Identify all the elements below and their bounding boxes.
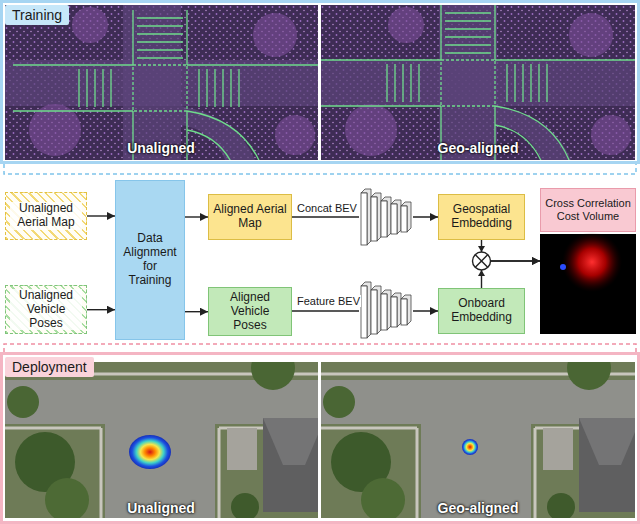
node-text: Geospatial Embedding — [443, 203, 520, 231]
deployment-aerial-right — [321, 362, 635, 518]
deployment-aerial-left — [5, 362, 318, 518]
deployment-aerial-right — [321, 362, 635, 518]
input-box: Unaligned Vehicle Poses — [5, 285, 87, 334]
data-box: Aligned Aerial Map — [208, 194, 292, 240]
training-pointcloud-left — [13, 10, 318, 160]
cost-volume-image — [562, 232, 622, 292]
process-box: Data Alignment for Training — [115, 180, 185, 340]
embedding-box: Geospatial Embedding — [438, 194, 525, 240]
training-bracket — [4, 164, 636, 174]
deployment-aerial-left — [129, 435, 171, 469]
input-box: Unaligned Aerial Map — [5, 192, 87, 240]
cost-volume-image — [540, 232, 636, 334]
arrow-connector — [87, 215, 115, 216]
training-pointcloud-right — [321, 5, 635, 160]
output-box: Cross Correlation Cost Volume — [540, 188, 636, 334]
network-slabs — [359, 281, 413, 339]
image-caption: Geo-aligned — [438, 140, 519, 156]
node-text: Onboard Embedding — [443, 297, 520, 325]
embedding-box: Onboard Embedding — [438, 288, 525, 334]
training-pointcloud-left — [5, 5, 318, 160]
training-pointcloud-left — [5, 5, 318, 160]
node-text: Unaligned Vehicle Poses — [10, 289, 82, 330]
cost-volume-image — [560, 264, 566, 270]
image-caption: Unaligned — [127, 500, 195, 516]
node-text: Unaligned Aerial Map — [10, 202, 82, 230]
edge-label: Feature BEV — [296, 295, 361, 307]
multiply-symbol — [478, 270, 485, 276]
multiply-symbol — [473, 252, 491, 270]
node-text: Aligned Vehicle Poses — [213, 291, 287, 332]
deployment-bracket — [4, 344, 636, 352]
node-text: Cross Correlation Cost Volume — [540, 188, 636, 232]
arrow-connector — [185, 311, 208, 312]
network-slabs — [359, 188, 413, 246]
node-text: Aligned Aerial Map — [213, 203, 287, 231]
deployment-aerial-left — [5, 362, 318, 518]
deployment-aerial-right — [462, 439, 478, 455]
training-panel: Training — [0, 0, 640, 164]
panel-tab: Deployment — [5, 357, 94, 377]
multiply-symbol — [478, 246, 485, 252]
panel-tab: Training — [5, 5, 69, 25]
training-pointcloud-right — [321, 5, 635, 160]
image-caption: Unaligned — [127, 140, 195, 156]
deployment-panel: Deployment — [0, 352, 640, 524]
arrow-connector — [87, 309, 115, 310]
training-pointcloud-right — [321, 5, 635, 160]
data-box: Aligned Vehicle Poses — [208, 287, 292, 336]
multiply-symbol — [475, 255, 488, 268]
node-text: Data Alignment for Training — [120, 232, 180, 287]
image-caption: Geo-aligned — [438, 500, 519, 516]
edge-label: Concat BEV — [296, 202, 358, 214]
arrow-connector — [185, 216, 208, 217]
multiply-symbol — [473, 246, 491, 276]
